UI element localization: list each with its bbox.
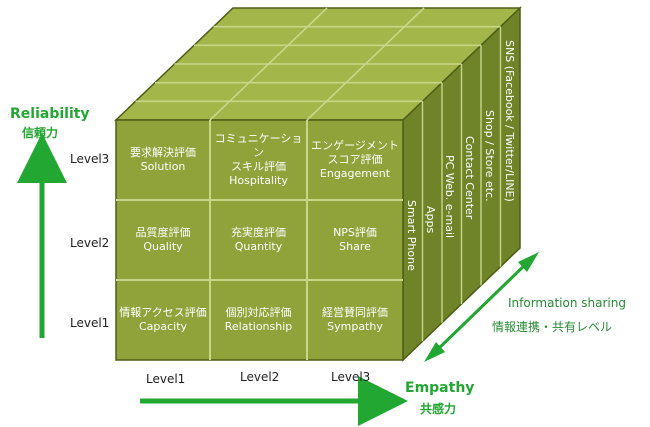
front-grid-lines	[116, 120, 403, 360]
cell-label-en: Relationship	[224, 320, 293, 333]
cell-label-ja: 情報アクセス評価	[119, 306, 207, 319]
reliability-label: Reliability	[10, 106, 90, 122]
cell-label-en: Quantity	[234, 240, 283, 253]
grid-cell-solution: 要求解決評価 Solution	[116, 120, 210, 200]
column-level-label: Level2	[240, 370, 280, 384]
cell-label-ja: NPS評価	[333, 226, 377, 239]
row-level-label: Level1	[70, 316, 110, 330]
channel-sns: SNS (Facebook / Twitter/LINE)	[503, 40, 516, 202]
grid-cell-engagement: エンゲージメント スコア評価 Engagement	[307, 120, 403, 200]
cube-front-face	[115, 119, 404, 361]
cell-label-en: Sympathy	[327, 320, 383, 333]
information-sharing-arrow	[424, 252, 539, 362]
cell-label-ja: 充実度評価	[231, 226, 286, 239]
channel-pc-web-email: PC Web. e-mail	[443, 155, 456, 239]
reliability-label-ja: 信頼力	[22, 126, 59, 140]
grid-cell-quality: 品質度評価 Quality	[116, 200, 210, 280]
top-grid-lines	[135, 7, 501, 121]
grid-cell-sympathy: 経営賛同評価 Sympathy	[307, 280, 403, 360]
cell-label-ja: 個別対応評価	[225, 306, 292, 319]
cell-label-en: Solution	[140, 160, 186, 173]
channel-shop-store: Shop / Store etc.	[483, 110, 496, 202]
cell-label-ja: 品質度評価	[135, 226, 191, 239]
channel-apps: Apps	[424, 206, 437, 234]
cell-label-en: Engagement	[319, 167, 391, 180]
channel-contact-center: Contact Center	[463, 136, 476, 220]
grid-cell-capacity: 情報アクセス評価 Capacity	[116, 280, 210, 360]
empathy-label: Empathy	[405, 380, 475, 396]
column-level-label: Level3	[331, 370, 371, 384]
cell-label-en: Hospitality	[229, 174, 288, 187]
empathy-label-ja: 共感力	[420, 402, 457, 416]
grid-cell-hospitality: コミュニケーション スキル評価 Hospitality	[210, 120, 307, 200]
cell-label-ja: 要求解決評価	[130, 146, 196, 159]
information-sharing-label-ja: 情報連携・共有レベル	[492, 320, 613, 334]
row-level-label: Level3	[70, 152, 110, 166]
row-level-label: Level2	[70, 236, 110, 250]
cell-label-ja: 経営賛同評価	[322, 306, 388, 319]
grid-cell-quantity: 充実度評価 Quantity	[210, 200, 307, 280]
information-sharing-label: Information sharing	[508, 296, 626, 310]
cell-label-ja: エンゲージメント スコア評価	[311, 139, 399, 166]
cell-label-en: Quality	[143, 240, 183, 253]
column-level-label: Level1	[146, 372, 186, 386]
channel-smart-phone: Smart Phone	[405, 200, 418, 271]
side-grid-lines	[421, 26, 502, 342]
cell-label-en: Share	[339, 240, 371, 253]
cell-label-en: Capacity	[138, 320, 188, 333]
grid-cell-share: NPS評価 Share	[307, 200, 403, 280]
cell-label-ja: コミュニケーション スキル評価	[214, 132, 303, 173]
grid-cell-relationship: 個別対応評価 Relationship	[210, 280, 307, 360]
